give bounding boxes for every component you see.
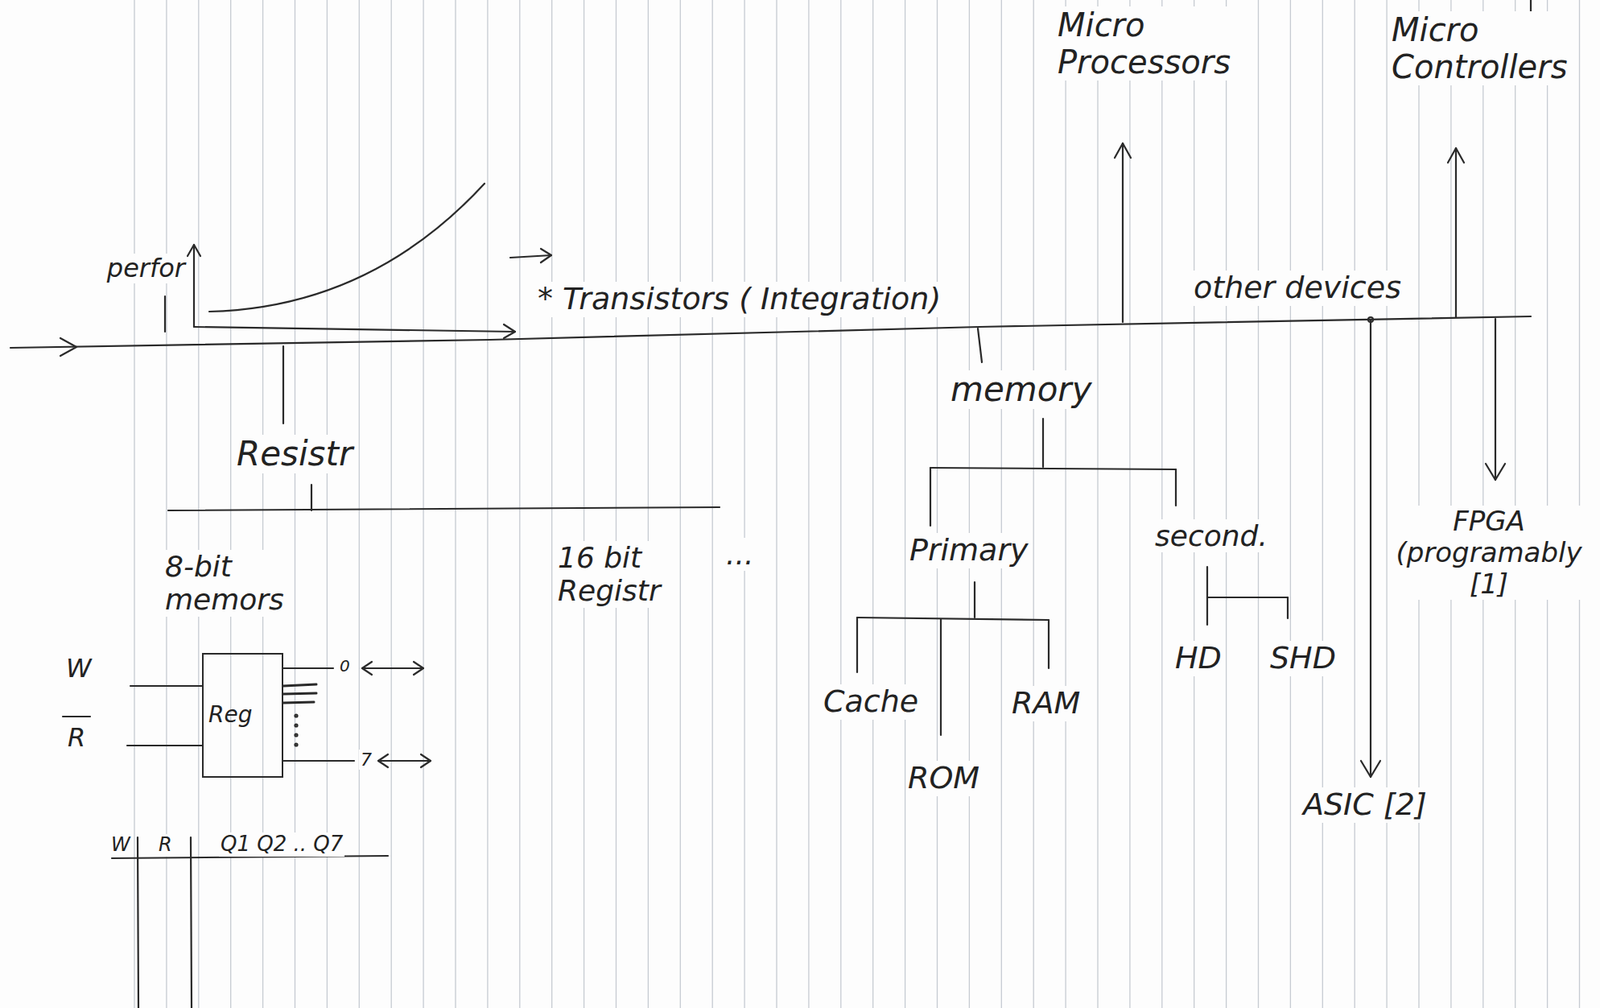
main-axis [10,316,1531,348]
bidirectional-arrow [362,667,424,669]
tree-line [1047,619,1050,669]
tree-line [977,328,982,363]
leaf-label: ROM [906,760,982,796]
leaf-label: Cache [821,684,920,720]
arrowhead [1485,463,1506,480]
up-arrow [1455,148,1457,318]
tree-line [1042,418,1044,467]
branch-label: FPGA (programably [1] [1393,505,1584,600]
pin-number: 0 [338,656,352,676]
overline-bar [62,715,91,718]
tree-line [1206,566,1209,625]
arrowhead [413,661,424,675]
tree-line [310,484,313,511]
tree-line [1286,597,1289,619]
output-wire [283,684,317,686]
tree-line [973,581,976,618]
heading-text: Micro Processors [1055,6,1233,81]
table-rule [137,837,139,1008]
growth-curve [209,183,485,312]
read-wire [127,744,203,747]
dot [295,734,298,737]
down-arrow [1494,318,1497,480]
branch-label: 8-bit memors [163,549,286,617]
signal-name: R [65,722,87,753]
graph-arrowhead [187,244,201,256]
table-rule [190,837,192,1008]
up-arrow [1121,143,1124,322]
signal-name: W [64,653,94,684]
tree-line [1175,469,1177,506]
short-arrow [510,255,552,258]
dot [295,724,298,727]
axis-label: perfor [105,253,187,284]
arrowhead [1360,760,1381,777]
branch-label: Resistr [235,434,355,474]
tick [164,296,166,332]
output-wire [283,667,334,669]
arrowhead [1447,148,1464,163]
ellipsis: ... [724,537,755,571]
output-wire [283,759,355,762]
table-cell: W [109,833,132,857]
dot [295,714,298,718]
down-arrow [1369,319,1372,777]
short-arrowhead [540,248,552,263]
tree-line [1207,596,1288,598]
branch-label: other devices [1191,270,1403,306]
arrowhead [1114,143,1131,158]
tree-line [929,467,932,526]
leaf-label: SHD [1268,640,1338,677]
graph-arrowhead [503,324,516,339]
tree-line [168,507,720,511]
branch-label: Primary [907,532,1031,569]
output-wire [283,701,314,703]
register-label: Reg [203,702,252,728]
arrowhead [378,754,388,768]
axis-label: * Transistors ( Integration) [536,281,943,318]
tree-line [930,467,1176,470]
register-box: Reg [202,652,284,778]
pin-number: 7 [358,749,374,770]
arrowhead [420,754,431,768]
branch-label: second. [1153,519,1270,553]
graph-x-axis [193,326,516,332]
arrowhead [362,661,372,675]
tree-line [282,346,285,424]
write-wire [130,684,203,687]
leaf-label: RAM [1010,685,1082,722]
graph-y-axis [193,244,195,327]
table-cell: Q1 Q2 .. Q7 [218,832,345,857]
table-cell: R [156,833,174,857]
dot [295,743,298,747]
heading-text: Micro Controllers [1389,11,1569,86]
branch-label: ASIC [2] [1301,787,1429,823]
leaf-label: HD [1173,640,1224,677]
output-wire [283,692,317,694]
tree-line [856,617,858,673]
tree-line [940,618,942,735]
branch-label: 16 bit Registr [556,540,663,608]
axis-arrowhead [60,338,77,356]
branch-label: memory [948,370,1094,409]
tree-line [857,617,1049,620]
bidirectional-arrow [378,759,431,762]
